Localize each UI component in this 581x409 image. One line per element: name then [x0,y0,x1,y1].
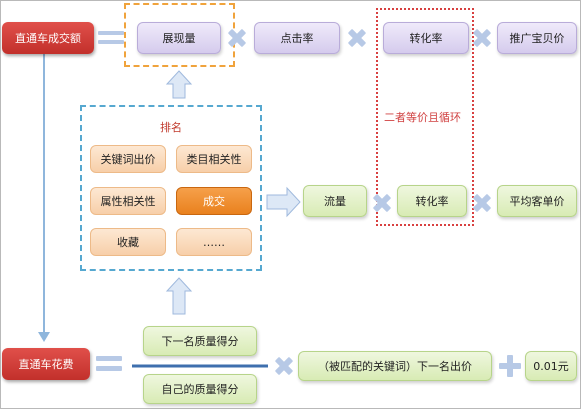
keyword-bid-node: 关键词出价 [90,145,166,173]
min-increment-node: 0.01元 [525,351,577,381]
up-arrow-quality-to-ranking [165,277,193,315]
conversion-cycle-box [376,8,474,226]
multiply-icon-6 [275,357,293,375]
equals-icon-bottom [96,356,122,371]
gmv-node: 直通车成交额 [2,22,94,54]
promoted-items-node: 推广宝贝价 [497,22,577,54]
category-relevance-node: 类目相关性 [176,145,252,173]
multiply-icon-5 [473,194,491,212]
conversion-mid-node: 转化率 [397,185,467,217]
own-quality-score-node: 自己的质量得分 [143,374,257,404]
multiply-icon-3 [473,29,491,47]
plus-icon [499,355,521,377]
next-bid-node: （被匹配的关键词）下一名出价 [298,351,492,381]
deals-node: 成交 [176,187,252,215]
avg-order-price-node: 平均客单价 [497,185,577,217]
right-arrow-ranking-to-traffic [266,186,301,218]
cycle-note: 二者等价且循环 [384,111,461,124]
next-quality-score-node: 下一名质量得分 [143,326,257,356]
multiply-icon-1 [228,29,246,47]
favorites-node: 收藏 [90,228,166,256]
multiply-icon-4 [373,194,391,212]
up-arrow-ranking-to-impressions [165,70,193,99]
traffic-node: 流量 [303,185,367,217]
attribute-relevance-node: 属性相关性 [90,187,166,215]
ctr-node: 点击率 [254,22,340,54]
impressions-node: 展现量 [137,22,221,54]
ranking-label: 排名 [160,121,182,134]
spend-node: 直通车花费 [2,348,90,380]
gmv-to-spend-arrowhead [38,332,50,342]
conversion-top-node: 转化率 [383,22,469,54]
ranking-group [80,105,262,271]
more-node: …… [176,228,252,256]
multiply-icon-2 [348,29,366,47]
equals-icon-top [98,31,124,44]
